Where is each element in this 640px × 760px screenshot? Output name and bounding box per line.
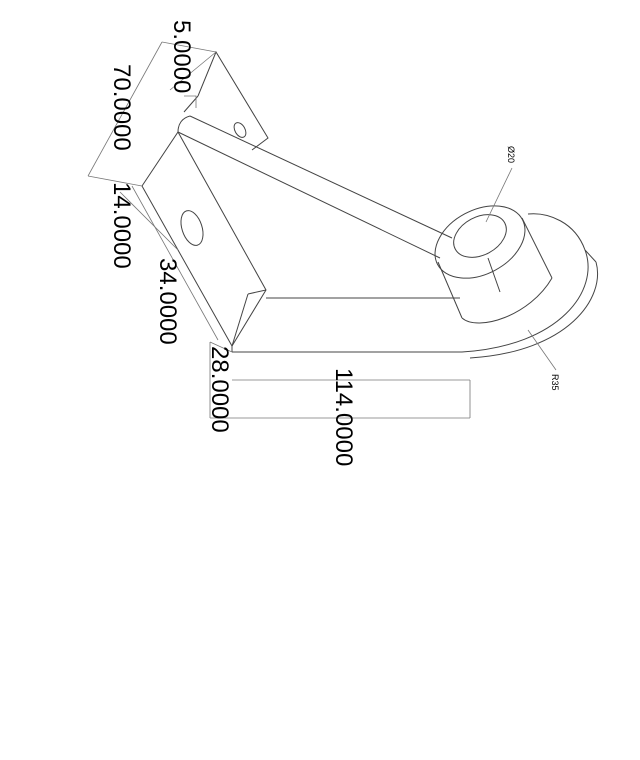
dim-70-ext-bottom bbox=[87, 175, 143, 187]
dim-34-line bbox=[131, 185, 219, 341]
rib-rounded-end bbox=[177, 115, 191, 133]
radius-leader bbox=[527, 329, 557, 371]
callout-radius: R35 bbox=[550, 374, 560, 391]
boss-left-side bbox=[437, 261, 463, 319]
part-geometry bbox=[141, 50, 598, 359]
base-rounded-end-top bbox=[461, 213, 589, 353]
dim-14-line bbox=[119, 191, 179, 251]
boss-top-ellipse bbox=[434, 205, 526, 279]
back-plate-top-edge bbox=[197, 50, 269, 151]
front-plate-hole bbox=[180, 210, 204, 246]
dim-label-70: 70.0000 bbox=[108, 64, 135, 151]
front-plate-step bbox=[231, 293, 249, 347]
callout-diameter: Ø20 bbox=[506, 146, 516, 163]
dimension-lines bbox=[87, 41, 557, 419]
dim-5-line bbox=[169, 51, 217, 91]
rib-upper-edge bbox=[189, 115, 453, 239]
dim-label-14: 14.0000 bbox=[108, 182, 135, 269]
holes bbox=[180, 122, 507, 258]
dim-70-line bbox=[87, 41, 163, 177]
dim-label-5: 5.0000 bbox=[168, 20, 195, 93]
dim-label-28: 28.0000 bbox=[206, 346, 233, 433]
front-plate-inner-edge bbox=[247, 289, 267, 295]
rib-lower-edge bbox=[177, 131, 441, 259]
diameter-leader bbox=[485, 167, 513, 223]
base-rounded-end-side bbox=[584, 249, 597, 263]
dim-label-114: 114.0000 bbox=[330, 368, 357, 466]
dim-5-tick bbox=[184, 95, 197, 108]
dimension-labels: 5.0000 70.0000 14.0000 34.0000 28.0000 1… bbox=[108, 20, 560, 466]
boss-hole bbox=[453, 214, 507, 258]
back-plate-hole bbox=[233, 122, 247, 138]
boss-right-side bbox=[521, 217, 553, 279]
dim-label-34: 34.0000 bbox=[154, 258, 181, 345]
dim-28-ext bbox=[209, 341, 233, 353]
base-rounded-end-bottom bbox=[469, 261, 598, 359]
boss-axis-line bbox=[487, 257, 501, 293]
boss-bottom-curve bbox=[461, 277, 553, 324]
dim-70-ext-top bbox=[161, 41, 217, 53]
